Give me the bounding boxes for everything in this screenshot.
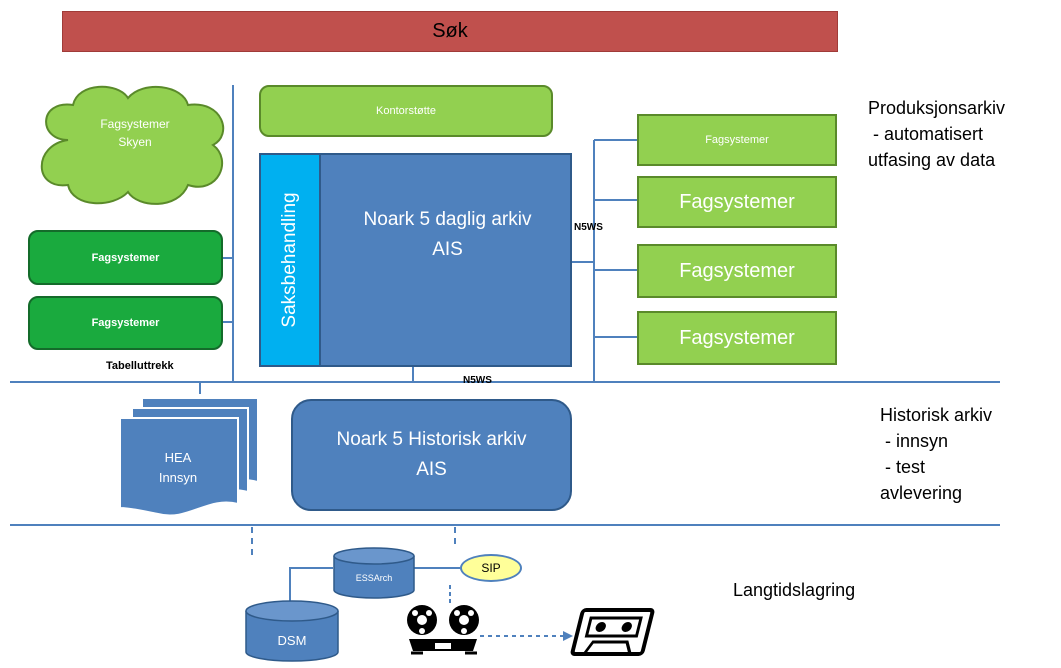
hea-line1: HEA [164, 450, 192, 465]
historisk-arkiv-label: Historisk arkiv - innsyn - test avleveri… [880, 402, 992, 506]
sip-badge: SIP [460, 554, 522, 582]
right-system-3: Fagsystemer [637, 244, 837, 298]
sip-label: SIP [481, 561, 501, 575]
search-bar: Søk [62, 11, 838, 52]
historisk-line1: Historisk arkiv [880, 405, 993, 425]
essarch-cylinder-icon [333, 547, 415, 599]
right-system-1: Fagsystemer [637, 114, 837, 166]
cassette-tape-icon [570, 608, 655, 656]
hea-documents-icon [119, 397, 259, 517]
tape-reel-icon [407, 605, 479, 655]
produksjon-line3: utfasing av data [868, 150, 996, 170]
right-system-2: Fagsystemer [637, 176, 837, 228]
right-system-3-label: Fagsystemer [679, 259, 795, 282]
tabelluttrekk-label: Tabelluttrekk [106, 360, 174, 372]
historisk-line3: - test [880, 457, 926, 477]
historisk-line4: avlevering [880, 483, 963, 503]
left-system-2: Fagsystemer [28, 296, 223, 350]
tape-cassette-arrowhead [563, 631, 573, 641]
cloud-fagsystemer: Fagsystemer Skyen [60, 113, 210, 153]
kontorstotte-box: Kontorstøtte [259, 85, 553, 137]
saksbehandling-label: Saksbehandling [279, 192, 300, 328]
left-system-1-label: Fagsystemer [91, 251, 160, 264]
daily-archive-line2: AIS [432, 239, 463, 260]
search-label: Søk [432, 20, 468, 42]
dsm-label: DSM [277, 632, 307, 648]
n5ws-bottom-label: N5WS [463, 375, 492, 386]
daily-archive-line1: Noark 5 daglig arkiv [363, 209, 532, 230]
produksjon-line2: - automatisert [868, 124, 984, 144]
langtidslagring-label: Langtidslagring [733, 580, 856, 600]
right-system-2-label: Fagsystemer [679, 190, 795, 213]
historisk-line2: - innsyn [880, 431, 949, 451]
essarch-label: ESSArch [355, 573, 393, 583]
left-system-2-label: Fagsystemer [91, 317, 160, 329]
cloud-shape [40, 85, 225, 205]
historical-archive-line1: Noark 5 Historisk arkiv [336, 429, 527, 450]
hea-text: HEA Innsyn [130, 446, 226, 490]
historical-archive-box: Noark 5 Historisk arkiv AIS [291, 399, 572, 511]
essarch-dsm-connector [289, 567, 333, 608]
cloud-label-line2: Skyen [118, 135, 152, 149]
hea-line2: Innsyn [158, 470, 198, 485]
left-system-1: Fagsystemer [28, 230, 223, 285]
right-system-4-label: Fagsystemer [679, 326, 795, 349]
n5ws-right-label: N5WS [574, 222, 603, 233]
produksjon-line1: Produksjonsarkiv [868, 98, 1006, 118]
daily-archive-text: Noark 5 daglig arkiv AIS [325, 200, 570, 270]
right-system-4: Fagsystemer [637, 311, 837, 365]
historical-archive-line2: AIS [416, 459, 447, 480]
saksbehandling-bar: Saksbehandling [259, 153, 321, 367]
kontorstotte-label: Kontorstøtte [376, 105, 436, 117]
cloud-label-line1: Fagsystemer [100, 117, 170, 131]
dsm-cylinder-icon [245, 600, 339, 662]
right-system-1-label: Fagsystemer [705, 134, 769, 146]
produksjonsarkiv-label: Produksjonsarkiv - automatisert utfasing… [868, 95, 1005, 173]
